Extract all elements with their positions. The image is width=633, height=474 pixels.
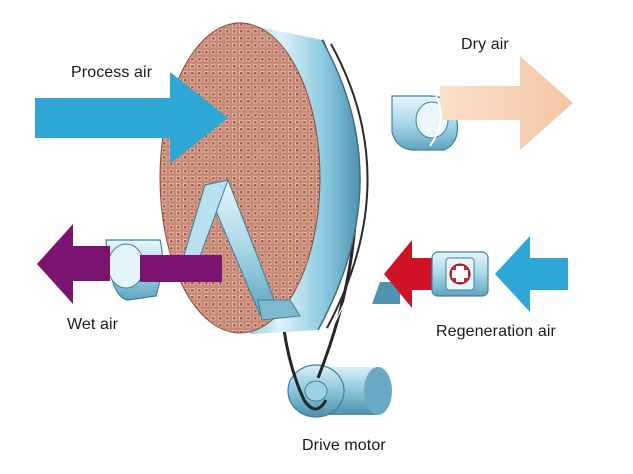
- process-air-arrow: [35, 72, 228, 164]
- drive-motor-label: Drive motor: [302, 437, 386, 454]
- regeneration-air-label: Regeneration air: [436, 323, 556, 340]
- desiccant-rotor: [159, 22, 400, 334]
- dry-air-label: Dry air: [461, 36, 509, 53]
- heated-regeneration-arrow: [384, 240, 432, 308]
- regeneration-air-arrow: [495, 236, 568, 312]
- drive-motor: [287, 364, 392, 418]
- wet-air-arrow: [37, 224, 110, 304]
- process-air-label: Process air: [71, 64, 153, 81]
- wet-air-label: Wet air: [67, 316, 119, 333]
- wet-air-duct-band: [140, 255, 222, 282]
- regeneration-inlet: [384, 236, 568, 312]
- plus-in-circle-icon: [449, 263, 471, 285]
- dry-air-arrow: [440, 56, 573, 150]
- honeycomb-face: [160, 23, 320, 333]
- dry-air-outlet: [391, 56, 573, 151]
- wet-air-outlet: [37, 224, 222, 304]
